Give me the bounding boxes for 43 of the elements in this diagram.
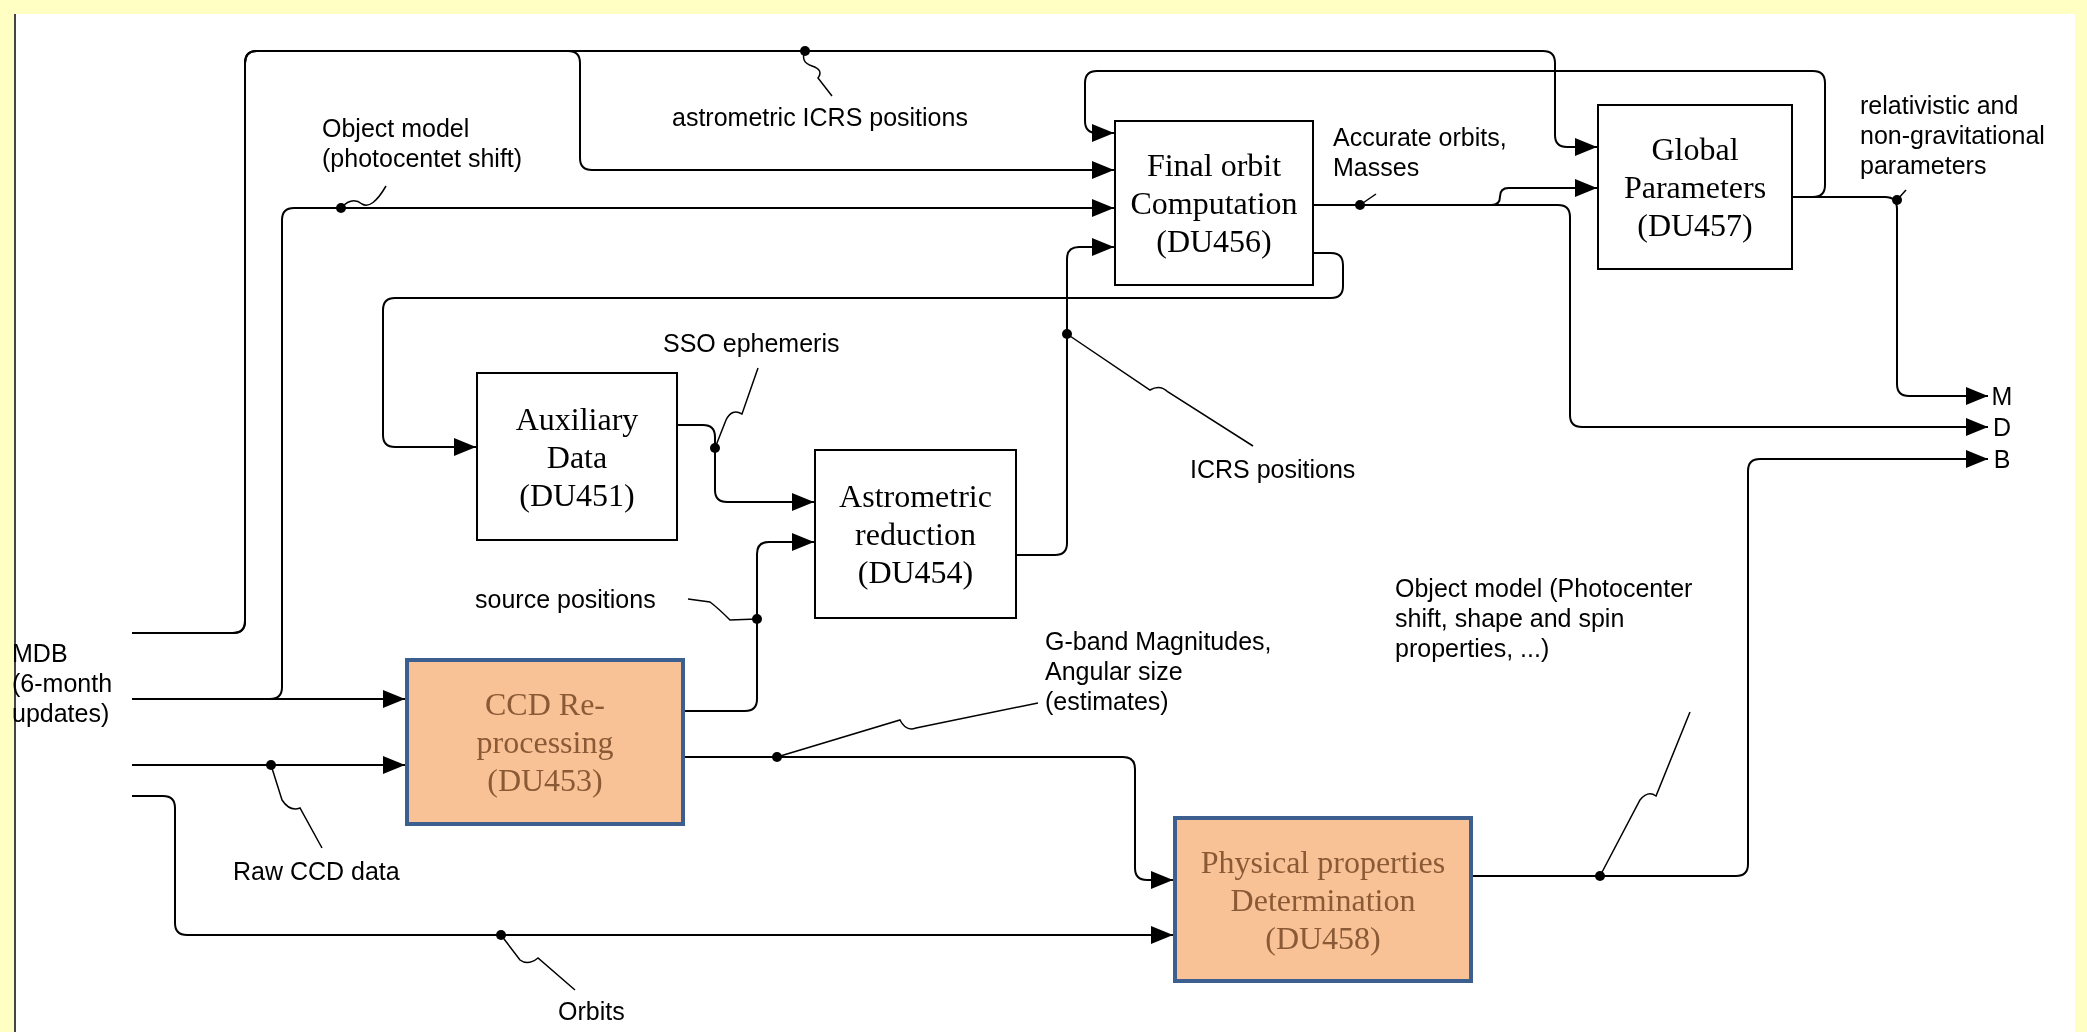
edge-label: astrometric ICRS positions <box>672 102 969 132</box>
edge-label: Raw CCD data <box>233 856 401 886</box>
edge-label: Object model (Photocenter shift, shape and spin properties, ...) <box>1395 573 1694 663</box>
output-label: B <box>1992 444 2012 474</box>
edge-label: G-band Magnitudes, Angular size (estimates) <box>1045 626 1273 716</box>
edge-label: relativistic and non-gravitational parameters <box>1860 90 2046 180</box>
arrow <box>684 533 815 712</box>
edge-label: ICRS positions <box>1190 454 1357 484</box>
arrow <box>131 50 1598 634</box>
output-label: D <box>1991 412 2013 442</box>
box-text: (DU451) <box>519 475 635 514</box>
arrow <box>1472 450 1989 877</box>
box-text: (DU453) <box>487 761 603 799</box>
highlighted-process-box <box>405 658 685 826</box>
arrow <box>684 756 1174 889</box>
box-text: (DU457) <box>1637 206 1753 244</box>
process-box <box>476 372 678 541</box>
arrow <box>1016 238 1115 556</box>
edge-label: SSO ephemeris <box>663 328 841 358</box>
arrow <box>131 756 406 774</box>
arrow <box>677 424 815 511</box>
box-text: (DU458) <box>1265 918 1381 957</box>
edge-label: Orbits <box>558 996 626 1026</box>
arrow <box>382 252 1344 456</box>
process-box <box>814 449 1017 619</box>
output-label: M <box>1990 381 2014 411</box>
box-text: CCD Re-processing <box>475 685 615 761</box>
box-text: Astrometric reduction <box>838 477 993 553</box>
box-text: (DU454) <box>857 553 974 591</box>
box-text: Auxiliary Data <box>514 399 640 476</box>
arrow <box>131 199 1115 700</box>
box-text: Physical properties Determination <box>1199 842 1447 919</box>
box-text: Global Parameters <box>1622 130 1768 206</box>
arrow <box>1084 70 1826 198</box>
highlighted-process-box <box>1173 816 1473 983</box>
process-box <box>1597 104 1793 270</box>
edge-label: source positions <box>475 584 657 614</box>
process-box <box>1114 120 1314 286</box>
edge-label: Accurate orbits, Masses <box>1333 122 1508 182</box>
edge-label: Object model (photocentet shift) <box>322 113 524 173</box>
box-text: Final orbit Computation <box>1129 146 1299 222</box>
arrow <box>131 795 1174 944</box>
box-text: (DU456) <box>1156 222 1272 260</box>
